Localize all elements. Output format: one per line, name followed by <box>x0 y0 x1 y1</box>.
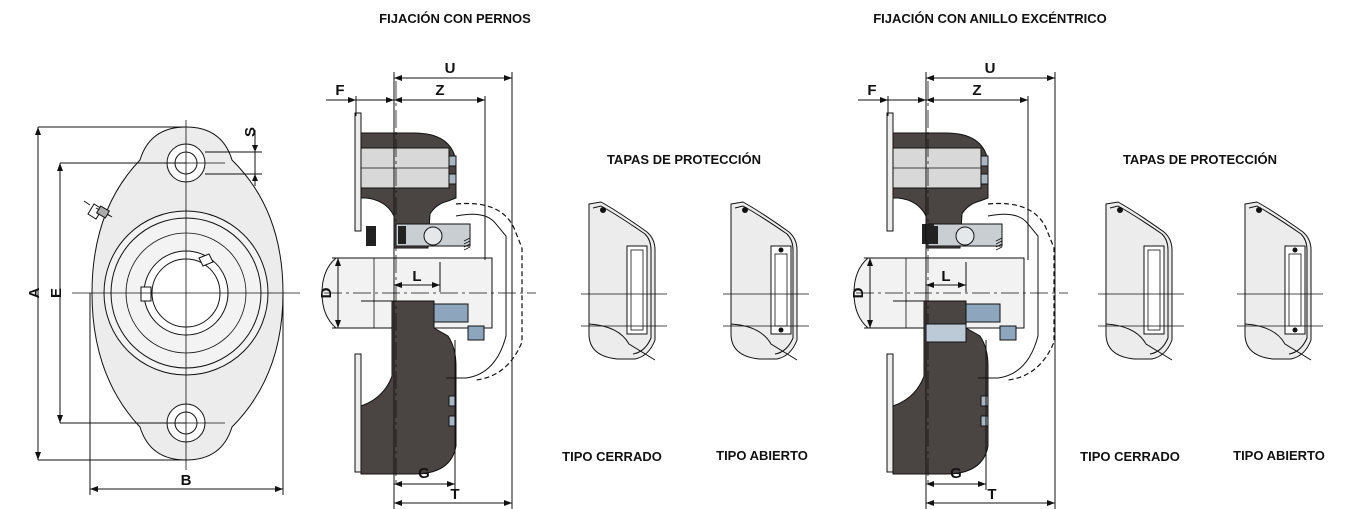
dim-F-left: F <box>335 82 344 99</box>
label-open-left: TIPO ABIERTO <box>716 448 808 463</box>
cap-open-left <box>722 201 810 361</box>
dim-T-left: T <box>450 486 459 503</box>
side-view-bolts <box>321 80 537 487</box>
dim-L-right: L <box>941 268 950 285</box>
dim-E: E <box>48 288 65 298</box>
side-view-eccentric-dimensions <box>858 72 1056 509</box>
title-bolts: FIJACIÓN CON PERNOS <box>379 11 531 26</box>
dim-T-right: T <box>987 486 996 503</box>
title-caps-left: TAPAS DE PROTECCIÓN <box>607 152 761 167</box>
dim-F-right: F <box>867 82 876 99</box>
label-open-right: TIPO ABIERTO <box>1233 448 1325 463</box>
label-closed-left: TIPO CERRADO <box>562 449 662 464</box>
dim-L-left: L <box>412 268 421 285</box>
dim-G-right: G <box>950 465 962 482</box>
dim-U-left: U <box>445 60 456 77</box>
dim-D-right: D <box>850 287 867 298</box>
dim-G-left: G <box>418 465 430 482</box>
dim-S: S <box>242 127 259 137</box>
cap-open-right <box>1236 201 1324 361</box>
cap-closed-right <box>1097 201 1185 361</box>
dim-Z-left: Z <box>435 82 444 99</box>
title-caps-right: TAPAS DE PROTECCIÓN <box>1123 152 1277 167</box>
front-view-dimensions <box>35 126 284 495</box>
front-view <box>72 120 300 470</box>
label-closed-right: TIPO CERRADO <box>1080 449 1180 464</box>
dim-A: A <box>26 287 43 298</box>
side-view-bolts-dimensions <box>326 72 513 509</box>
cap-closed-left <box>580 201 668 361</box>
dim-U-right: U <box>985 60 996 77</box>
dim-Z-right: Z <box>972 82 981 99</box>
dim-D-left: D <box>318 287 335 298</box>
title-eccentric: FIJACIÓN CON ANILLO EXCÉNTRICO <box>873 11 1107 26</box>
dim-B: B <box>181 472 192 489</box>
